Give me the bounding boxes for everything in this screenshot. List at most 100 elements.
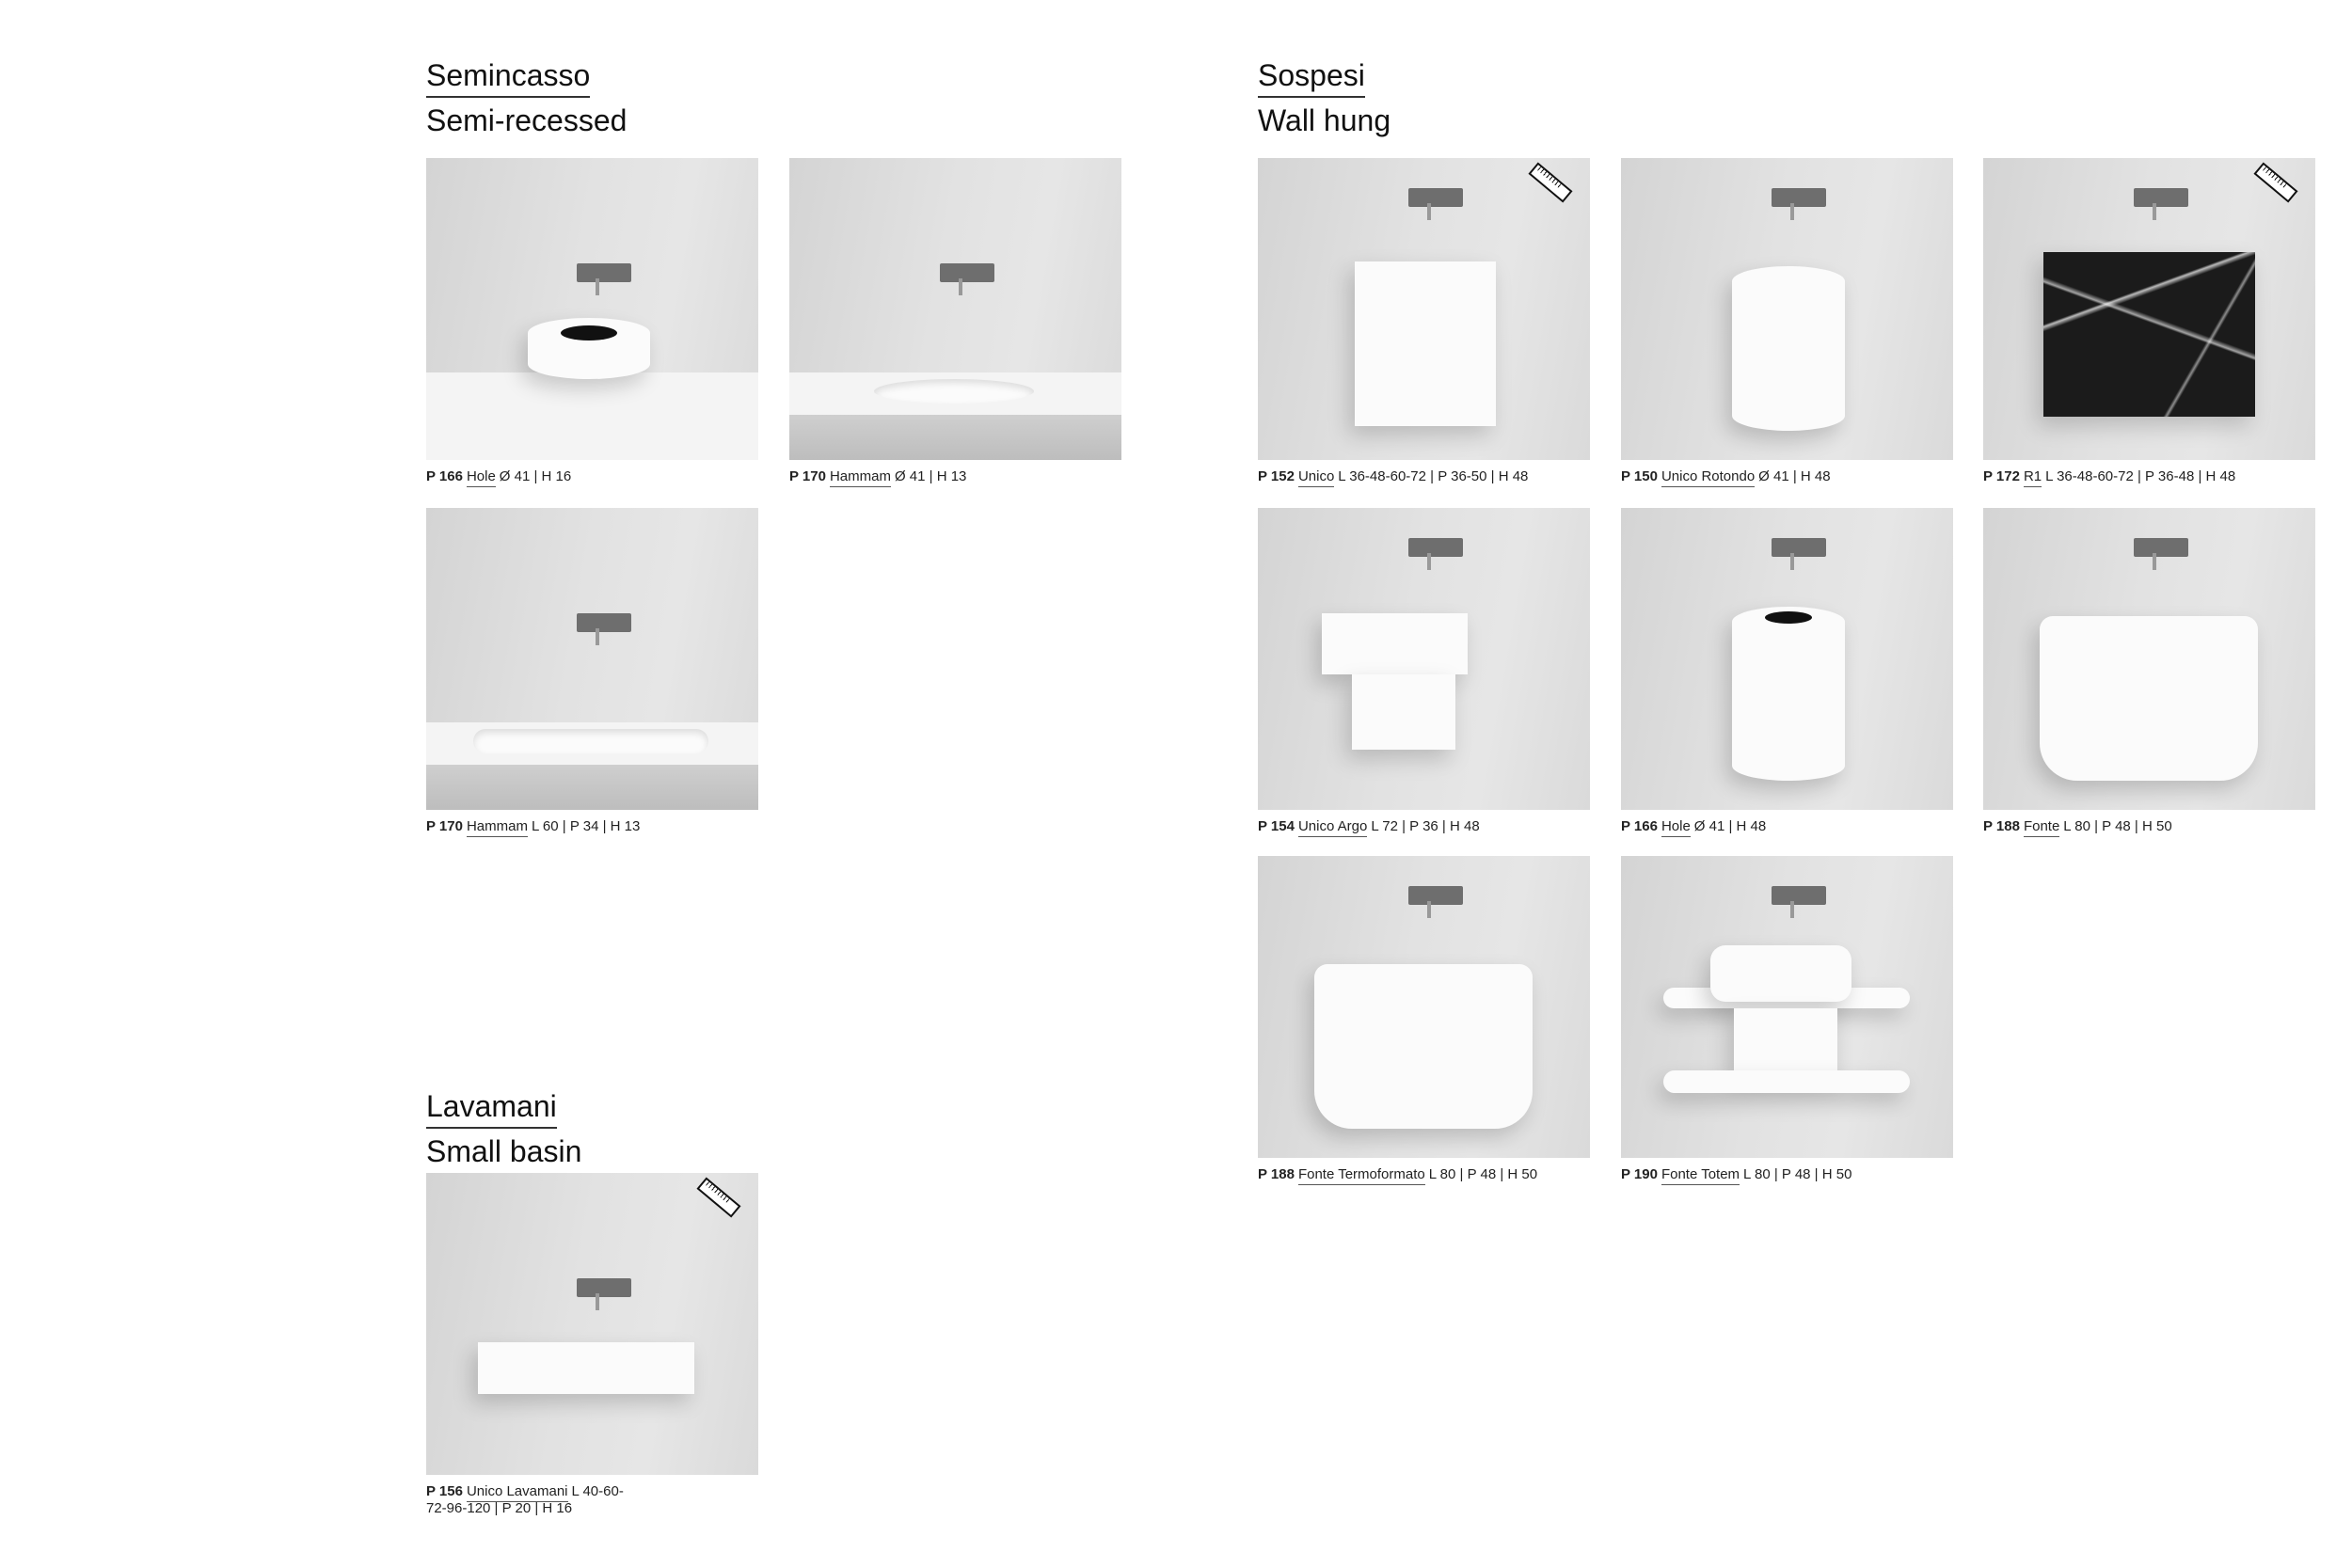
product-dimensions: L 80 | P 48 | H 50: [1428, 1166, 1538, 1182]
basin-drain: [561, 325, 617, 341]
product-page-ref: P 152: [1258, 468, 1295, 484]
product-name: Fonte Totem: [1661, 1166, 1740, 1185]
product-name: Unico Lavamani: [466, 1483, 568, 1502]
basin-fonte: [1314, 964, 1533, 1129]
section-heading-lavamani: Lavamani Small basin: [426, 1091, 581, 1166]
basin-hammam: [874, 379, 1034, 404]
product-name: Hammam: [466, 818, 528, 837]
countertop: [426, 372, 758, 460]
product-name: Hole: [466, 468, 496, 487]
product-page-ref: P 154: [1258, 818, 1295, 834]
product-image: [1258, 856, 1590, 1158]
section-heading-sospesi: Sospesi Wall hung: [1258, 60, 1391, 135]
product-name: Unico Rotondo: [1661, 468, 1756, 487]
shelf-bottom: [1663, 1070, 1910, 1093]
product-name: R1: [2023, 468, 2042, 487]
product-dimensions: L 72 | P 36 | H 48: [1371, 818, 1480, 834]
product-dimensions: L 36-48-60-72 | P 36-48 | H 48: [2045, 468, 2236, 484]
product-image: [426, 158, 758, 460]
product-dimensions: Ø 41 | H 16: [499, 468, 572, 484]
basin-cylinder: [1732, 607, 1845, 781]
faucet-spout-icon: [1427, 553, 1431, 570]
faucet-spout-icon: [1790, 203, 1794, 220]
product-image: [1621, 508, 1953, 810]
faucet-spout-icon: [2153, 203, 2156, 220]
ruler-icon: [2253, 162, 2298, 203]
product-page-ref: P 156: [426, 1483, 463, 1499]
product-image: [789, 158, 1121, 460]
section-title-it: Sospesi: [1258, 60, 1365, 98]
faucet-spout-icon: [1790, 901, 1794, 918]
product-page-ref: P 150: [1621, 468, 1658, 484]
product-page-ref: P 166: [426, 468, 463, 484]
faucet-plate-icon: [1408, 886, 1463, 905]
faucet-plate-icon: [2134, 538, 2188, 557]
section-title-it: Semincasso: [426, 60, 591, 98]
basin-drain: [1765, 611, 1812, 624]
product-dimensions: L 60 | P 34 | H 13: [531, 818, 641, 834]
product-page-ref: P 166: [1621, 818, 1658, 834]
faucet-plate-icon: [577, 1278, 631, 1297]
ruler-icon: [1528, 162, 1573, 203]
basin-hammam: [473, 729, 708, 753]
ruler-icon: [696, 1177, 741, 1218]
faucet-plate-icon: [577, 613, 631, 632]
faucet-plate-icon: [1772, 188, 1826, 207]
section-title-it: Lavamani: [426, 1091, 557, 1129]
product-page-ref: P 172: [1983, 468, 2020, 484]
product-image: [1983, 508, 2315, 810]
product-name: Fonte: [2023, 818, 2060, 837]
product-page-ref: P 188: [1258, 1166, 1295, 1182]
faucet-plate-icon: [1772, 886, 1826, 905]
faucet-plate-icon: [1408, 538, 1463, 557]
section-title-en: Wall hung: [1258, 103, 1391, 137]
faucet-spout-icon: [596, 628, 599, 645]
product-image: [1621, 158, 1953, 460]
faucet-spout-icon: [1427, 203, 1431, 220]
product-page-ref: P 170: [789, 468, 826, 484]
counter-front: [426, 765, 758, 810]
product-page-ref: P 170: [426, 818, 463, 834]
basin-totem: [1710, 945, 1851, 1002]
section-title-en: Small basin: [426, 1134, 582, 1168]
faucet-plate-icon: [1772, 538, 1826, 557]
faucet-plate-icon: [577, 263, 631, 282]
product-name: Unico: [1297, 468, 1335, 487]
faucet-plate-icon: [940, 263, 994, 282]
faucet-spout-icon: [959, 278, 962, 295]
basin-lavamani: [478, 1342, 694, 1394]
product-name: Unico Argo: [1297, 818, 1368, 837]
product-image: [426, 1173, 758, 1475]
faucet-spout-icon: [1427, 901, 1431, 918]
basin-argo-top: [1322, 613, 1468, 674]
product-name: Hole: [1661, 818, 1691, 837]
product-dimensions: L 40-60-72-96-120 | P 20 | H 16: [426, 1483, 624, 1516]
basin-unico: [1355, 261, 1496, 426]
basin-argo-cabinet: [1352, 674, 1455, 750]
product-dimensions: Ø 41 | H 13: [894, 468, 967, 484]
product-dimensions: Ø 41 | H 48: [1758, 468, 1831, 484]
totem-column: [1734, 1008, 1837, 1074]
faucet-plate-icon: [2134, 188, 2188, 207]
product-name: Fonte Termoformato: [1297, 1166, 1425, 1185]
product-image: [426, 508, 758, 810]
